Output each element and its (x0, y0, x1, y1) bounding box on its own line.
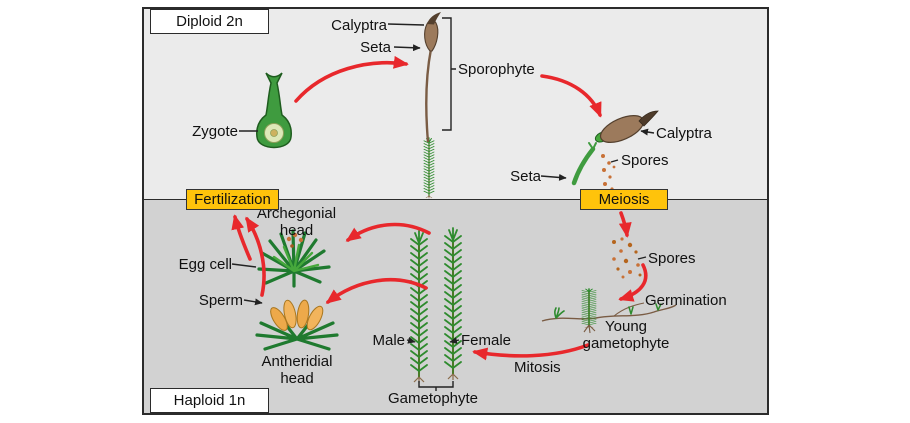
arrow-young-gametophyte-to-gametophyte (472, 343, 590, 361)
arrow-spores-to-germination (618, 263, 648, 302)
capsule-spore-release-illustration (571, 110, 659, 191)
sporophyte-bracket (442, 17, 456, 131)
pointer-female (449, 337, 460, 344)
female-gametophyte-plant (444, 227, 462, 381)
pointer-seta-top (393, 44, 421, 52)
antheridial-head-illustration (255, 299, 339, 351)
label-sporophyte: Sporophyte (458, 61, 535, 78)
label-sperm: Sperm (198, 292, 243, 309)
sporophyte-illustration (423, 12, 441, 200)
arrow-egg-to-fertilization (231, 214, 252, 261)
arrow-zygote-to-sporophyte (294, 55, 409, 103)
label-male: Male (372, 332, 405, 349)
arrow-gametophyte-to-antheridial-head (325, 277, 428, 304)
diploid-region (144, 9, 767, 199)
diagram-art (231, 12, 677, 391)
label-spores-lower: Spores (648, 250, 696, 267)
released-spores-dots (601, 154, 616, 191)
haploid-region-label: Haploid 1n (173, 392, 246, 409)
meiosis-box: Meiosis (580, 189, 668, 210)
arrow-sporophyte-to-capsule (540, 74, 602, 118)
diagram-frame: Diploid 2n Haploid 1n Fertilization Meio… (142, 7, 769, 415)
diploid-region-tag: Diploid 2n (150, 9, 269, 34)
label-gametophyte: Gametophyte (387, 390, 479, 407)
label-zygote: Zygote (192, 123, 238, 140)
pointer-spores-right (610, 159, 619, 163)
pointer-egg-cell (231, 263, 257, 268)
haploid-region-tag: Haploid 1n (150, 388, 269, 413)
spore-cluster-illustration (612, 237, 642, 279)
label-mitosis: Mitosis (514, 359, 561, 376)
label-spores-right: Spores (621, 152, 669, 169)
label-young-gametophyte: Young gametophyte (582, 318, 670, 352)
zygote-illustration (256, 72, 292, 149)
label-antheridial-head: Antheridial head (261, 353, 333, 387)
label-archegonial-head: Archegonial head (256, 205, 337, 239)
arrow-meiosis-to-spores (618, 211, 632, 238)
pointer-sperm (243, 298, 263, 306)
label-seta-right: Seta (510, 168, 541, 185)
label-calyptra-right: Calyptra (656, 125, 712, 142)
pointer-seta-right (540, 173, 567, 181)
pointer-male (406, 336, 416, 344)
label-germination: Germination (645, 292, 727, 309)
pointer-spores-lower (637, 256, 647, 260)
pointer-calyptra-top (387, 23, 425, 26)
arrow-sperm-to-fertilization (245, 216, 266, 297)
sporophyte-base-shoot (423, 136, 435, 200)
male-gametophyte-plant (410, 230, 428, 384)
pointer-calyptra-right (640, 128, 655, 136)
label-egg-cell: Egg cell (178, 256, 232, 273)
arrow-gametophyte-to-archegonial-head (345, 222, 431, 242)
young-gametophyte-illustration (541, 287, 677, 334)
label-seta-top: Seta (360, 39, 391, 56)
label-calyptra-top: Calyptra (331, 17, 387, 34)
meiosis-label: Meiosis (598, 191, 650, 208)
fertilization-label: Fertilization (194, 191, 271, 208)
diploid-region-label: Diploid 2n (176, 13, 243, 30)
archegonial-head-illustration (257, 229, 331, 288)
label-female: Female (461, 332, 512, 349)
gametophyte-bracket (418, 381, 454, 391)
fertilization-box: Fertilization (186, 189, 279, 210)
